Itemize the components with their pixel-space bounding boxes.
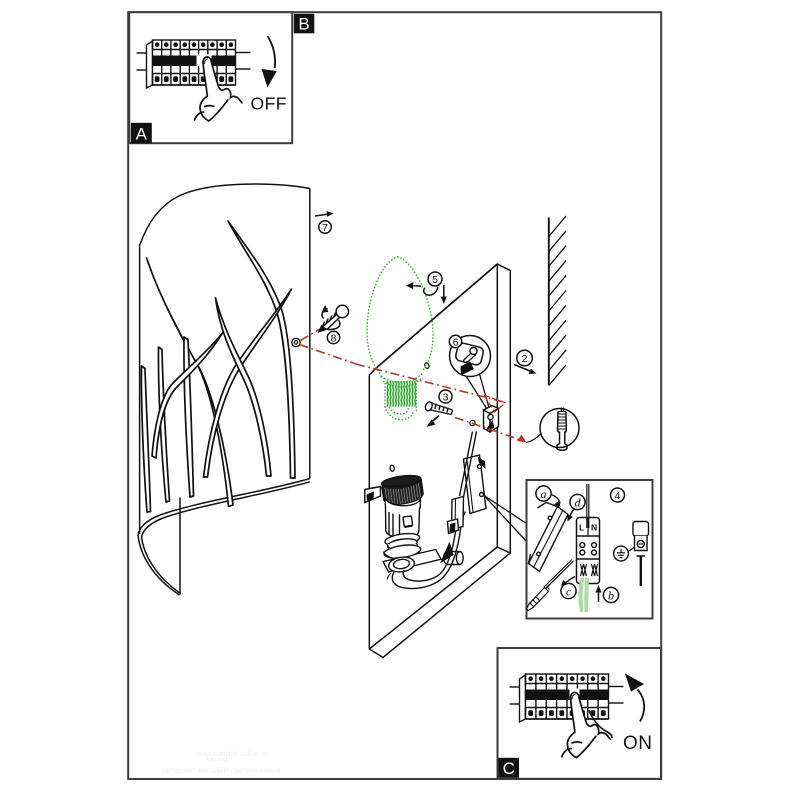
svg-text:4: 4 <box>615 490 621 502</box>
svg-text:www.svetilnik-online.ru: www.svetilnik-online.ru <box>195 751 267 758</box>
svg-text:a: a <box>541 487 547 501</box>
svg-text:ON: ON <box>623 733 653 754</box>
svg-text:B: B <box>298 15 309 34</box>
svg-text:интернет-магазин светильников: интернет-магазин светильников <box>162 766 281 775</box>
svg-text:b: b <box>608 588 614 602</box>
svg-text:A: A <box>136 125 148 144</box>
svg-text:N: N <box>591 523 597 533</box>
svg-text:2: 2 <box>522 353 528 365</box>
svg-text:light shop: light shop <box>207 757 229 763</box>
svg-text:3: 3 <box>443 391 449 403</box>
svg-text:d: d <box>575 495 582 509</box>
svg-text:7: 7 <box>322 222 328 234</box>
svg-text:C: C <box>503 759 515 778</box>
svg-text:8: 8 <box>331 332 337 344</box>
svg-text:6: 6 <box>453 336 459 348</box>
svg-text:5: 5 <box>432 274 438 286</box>
svg-text:c: c <box>566 584 572 598</box>
svg-text:L: L <box>579 523 584 533</box>
svg-text:OFF: OFF <box>251 94 288 114</box>
